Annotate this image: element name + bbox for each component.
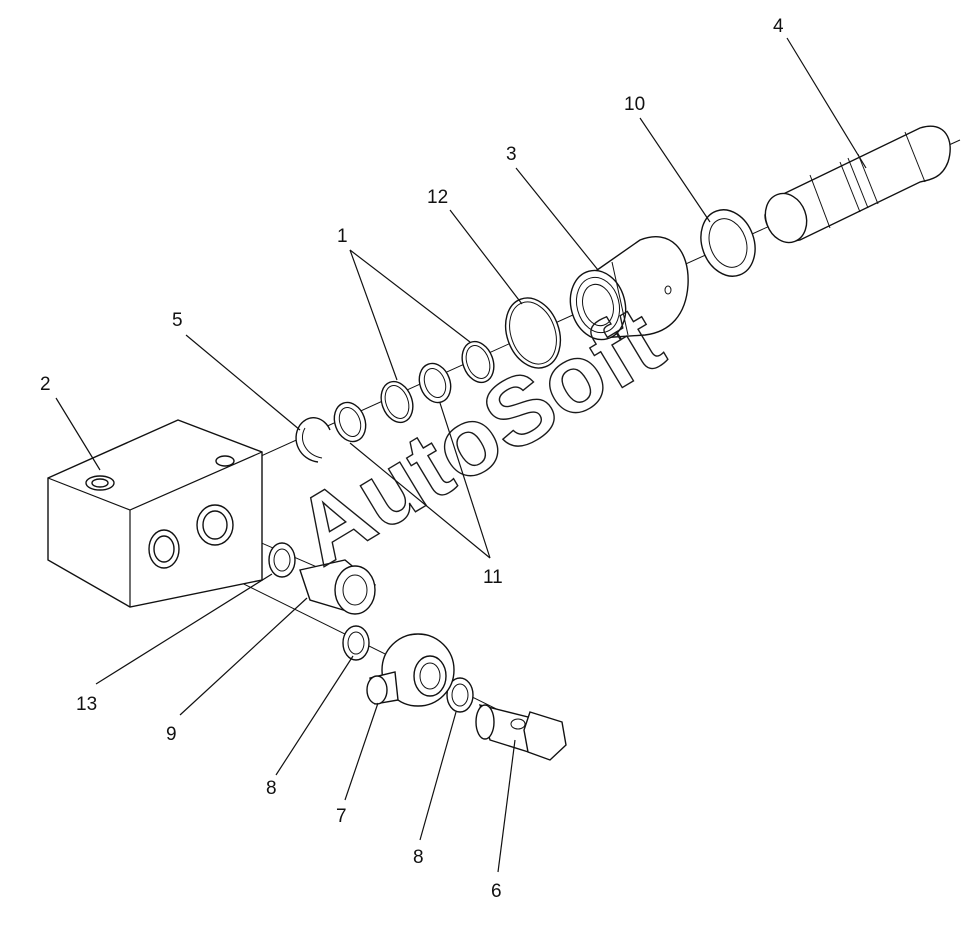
callout-labels: 1 2 3 4 5 6 7 8 8 9 10 11 12 13 [40, 16, 784, 902]
part-13-washer [268, 542, 296, 578]
callout-10: 10 [624, 94, 645, 115]
part-1-backup-ring-b [461, 340, 495, 384]
callout-8b: 8 [413, 847, 424, 868]
part-2-housing-block [47, 419, 263, 608]
part-11-o-ring-a [333, 401, 367, 443]
part-4-spool [764, 125, 951, 244]
part-1-backup-ring-a [380, 380, 414, 424]
part-8-washer-b [446, 677, 474, 713]
callout-5: 5 [172, 310, 183, 331]
part-3-sleeve [569, 236, 689, 341]
callout-4: 4 [773, 16, 784, 37]
callout-11: 11 [483, 567, 503, 588]
part-6-banjo-bolt [475, 704, 567, 761]
part-5-snap-ring [295, 417, 331, 463]
callout-7: 7 [336, 806, 347, 827]
callout-13: 13 [76, 694, 97, 715]
part-11-o-ring-b [418, 362, 452, 404]
callout-2: 2 [40, 374, 51, 395]
part-8-washer-a [342, 625, 370, 661]
callout-3: 3 [506, 144, 517, 165]
callout-12: 12 [427, 187, 448, 208]
callout-leader-lines [55, 37, 867, 873]
callout-8a: 8 [266, 778, 277, 799]
callout-1: 1 [337, 226, 348, 247]
part-10-seal [700, 209, 756, 277]
watermark-text: AutoSoft [278, 286, 680, 586]
callout-6: 6 [491, 881, 502, 902]
part-9-fitting [299, 559, 377, 615]
callout-9: 9 [166, 724, 177, 745]
part-7-banjo-fitting [366, 633, 455, 707]
part-12-large-o-ring [504, 297, 562, 369]
